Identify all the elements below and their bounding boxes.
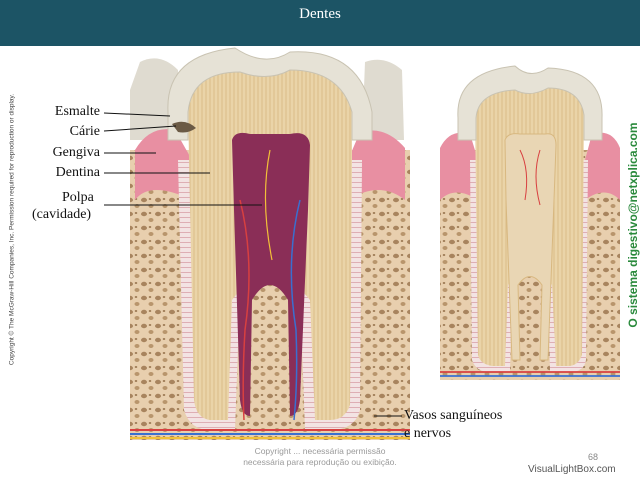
- nerve: [264, 149, 273, 261]
- artery-left: [239, 199, 250, 421]
- left-tooth: [130, 47, 410, 440]
- pulp-cavity: [232, 132, 310, 416]
- right-tooth: [440, 65, 620, 380]
- visuallightbox-credit: VisualLightBox.com: [528, 464, 616, 475]
- label-polpa: Polpa: [62, 190, 94, 205]
- label-cavidade: (cavidade): [32, 207, 92, 222]
- leader-lines: [103, 112, 402, 417]
- watermark-line-2: necessária para reprodução ou exibição.: [243, 457, 397, 467]
- label-esmalte: Esmalte: [54, 104, 100, 119]
- label-carie: Cárie: [69, 124, 100, 139]
- copyright-vertical: Copyright © The McGraw-Hill Companies, I…: [8, 93, 16, 366]
- watermark: Copyright ... necessária permissão neces…: [200, 446, 440, 468]
- header-bar: Dentes: [0, 0, 640, 46]
- watermark-line-1: Copyright ... necessária permissão: [254, 446, 386, 456]
- gum-small-left: [440, 132, 478, 200]
- pulp-small: [504, 133, 557, 361]
- label-dentina: Dentina: [55, 165, 100, 180]
- site-credit-vertical: O sistema digestivo@netxplica.com: [626, 122, 640, 328]
- leader-esmalte: [103, 112, 171, 117]
- label-nervos: e nervos: [404, 426, 452, 441]
- vein-right: [290, 199, 301, 421]
- gum-left: [135, 129, 192, 200]
- page-number: 68: [588, 452, 599, 462]
- gum-small-right: [585, 132, 620, 200]
- label-gengiva: Gengiva: [52, 145, 100, 160]
- gum-right: [348, 130, 405, 200]
- vessels-small: [519, 149, 541, 206]
- label-vasos: Vasos sanguíneos: [404, 408, 503, 423]
- caries: [172, 121, 196, 133]
- leader-carie: [103, 125, 177, 132]
- neighbor-tooth-left: [130, 58, 178, 140]
- enamel: [167, 47, 373, 141]
- page-title: Dentes: [299, 6, 341, 22]
- enamel-small: [457, 65, 603, 141]
